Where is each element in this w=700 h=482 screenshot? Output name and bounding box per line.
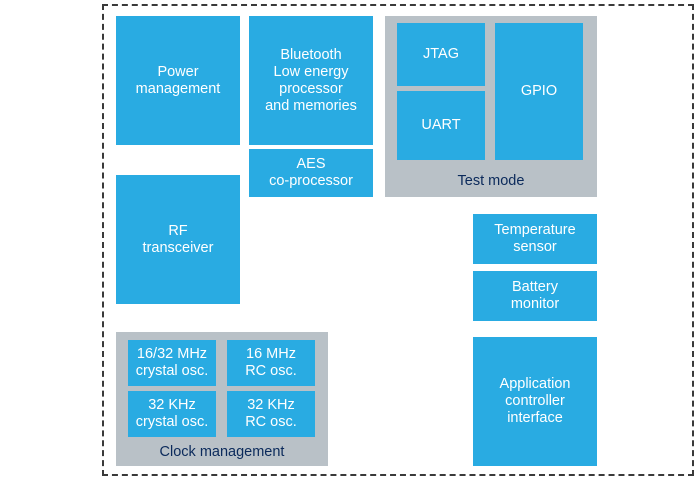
- rc-osc-16mhz-block: 16 MHz RC osc.: [227, 340, 315, 386]
- uart-block: UART: [397, 91, 485, 160]
- battery-monitor-block: Battery monitor: [473, 271, 597, 321]
- test-mode-label: Test mode: [457, 173, 525, 189]
- power-management-block: Power management: [116, 16, 240, 145]
- test-mode-group: JTAG UART GPIO Test mode: [385, 16, 597, 197]
- bluetooth-processor-block: Bluetooth Low energy processor and memor…: [249, 16, 373, 145]
- system-boundary-frame: [102, 4, 694, 476]
- gpio-block: GPIO: [495, 23, 583, 160]
- aes-coprocessor-block: AES co-processor: [249, 149, 373, 197]
- application-controller-block: Application controller interface: [473, 337, 597, 466]
- clock-management-label: Clock management: [159, 444, 285, 460]
- crystal-osc-16-32mhz-block: 16/32 MHz crystal osc.: [128, 340, 216, 386]
- crystal-osc-32khz-block: 32 KHz crystal osc.: [128, 391, 216, 437]
- rf-transceiver-block: RF transceiver: [116, 175, 240, 304]
- clock-management-group: 16/32 MHz crystal osc. 16 MHz RC osc. 32…: [116, 332, 328, 466]
- rc-osc-32khz-block: 32 KHz RC osc.: [227, 391, 315, 437]
- temperature-sensor-block: Temperature sensor: [473, 214, 597, 264]
- jtag-block: JTAG: [397, 23, 485, 86]
